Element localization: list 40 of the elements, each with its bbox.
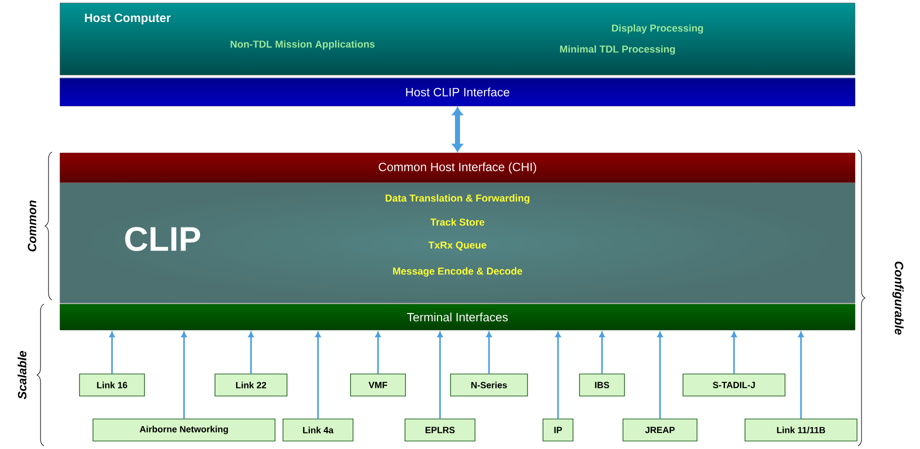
- group-label: Scalable: [18, 350, 26, 400]
- link-box: Link 11/11B: [744, 418, 858, 442]
- interface-bar: Common Host Interface (CHI): [60, 152, 856, 184]
- item-text: Data Translation & Forwarding: [386, 194, 530, 204]
- title-text: Host Computer: [84, 14, 171, 24]
- link-box: IBS: [579, 374, 625, 396]
- connector-arrow: [599, 332, 605, 374]
- link-box: N-Series: [450, 374, 528, 396]
- link-box: Link 22: [214, 374, 288, 396]
- connector-arrow: [486, 332, 492, 374]
- link-box: VMF: [350, 374, 406, 396]
- group-label: Common: [28, 200, 36, 252]
- item-text: Display Processing: [612, 24, 703, 34]
- link-box: Link 4a: [282, 418, 354, 442]
- connector-arrow: [375, 332, 381, 374]
- link-box: EPLRS: [404, 418, 476, 442]
- item-text: Minimal TDL Processing: [560, 45, 675, 55]
- title-text: CLIP: [125, 226, 200, 252]
- connector-arrow: [798, 332, 804, 419]
- link-box: Airborne Networking: [92, 418, 276, 442]
- link-box: S-TADIL-J: [682, 374, 786, 396]
- connector-arrow: [657, 332, 663, 419]
- connector-arrow: [109, 332, 115, 374]
- connector-arrow: [555, 332, 561, 419]
- group-label: Configurable: [892, 262, 904, 335]
- double-arrow: [452, 107, 463, 152]
- connector-arrow: [248, 332, 254, 374]
- connector-arrow: [731, 332, 737, 374]
- connector-arrow: [181, 332, 187, 419]
- link-box: JREAP: [622, 418, 698, 442]
- item-text: Non-TDL Mission Applications: [230, 40, 375, 50]
- connector-arrow: [437, 332, 443, 419]
- item-text: Message Encode & Decode: [393, 267, 522, 277]
- link-box: Link 16: [79, 374, 145, 396]
- interface-bar: Terminal Interfaces: [60, 304, 856, 330]
- item-text: Track Store: [430, 218, 484, 226]
- interface-bar: Host CLIP Interface: [60, 78, 856, 106]
- connector-arrow: [315, 332, 321, 419]
- link-box: IP: [542, 418, 574, 442]
- item-text: TxRx Queue: [428, 242, 486, 250]
